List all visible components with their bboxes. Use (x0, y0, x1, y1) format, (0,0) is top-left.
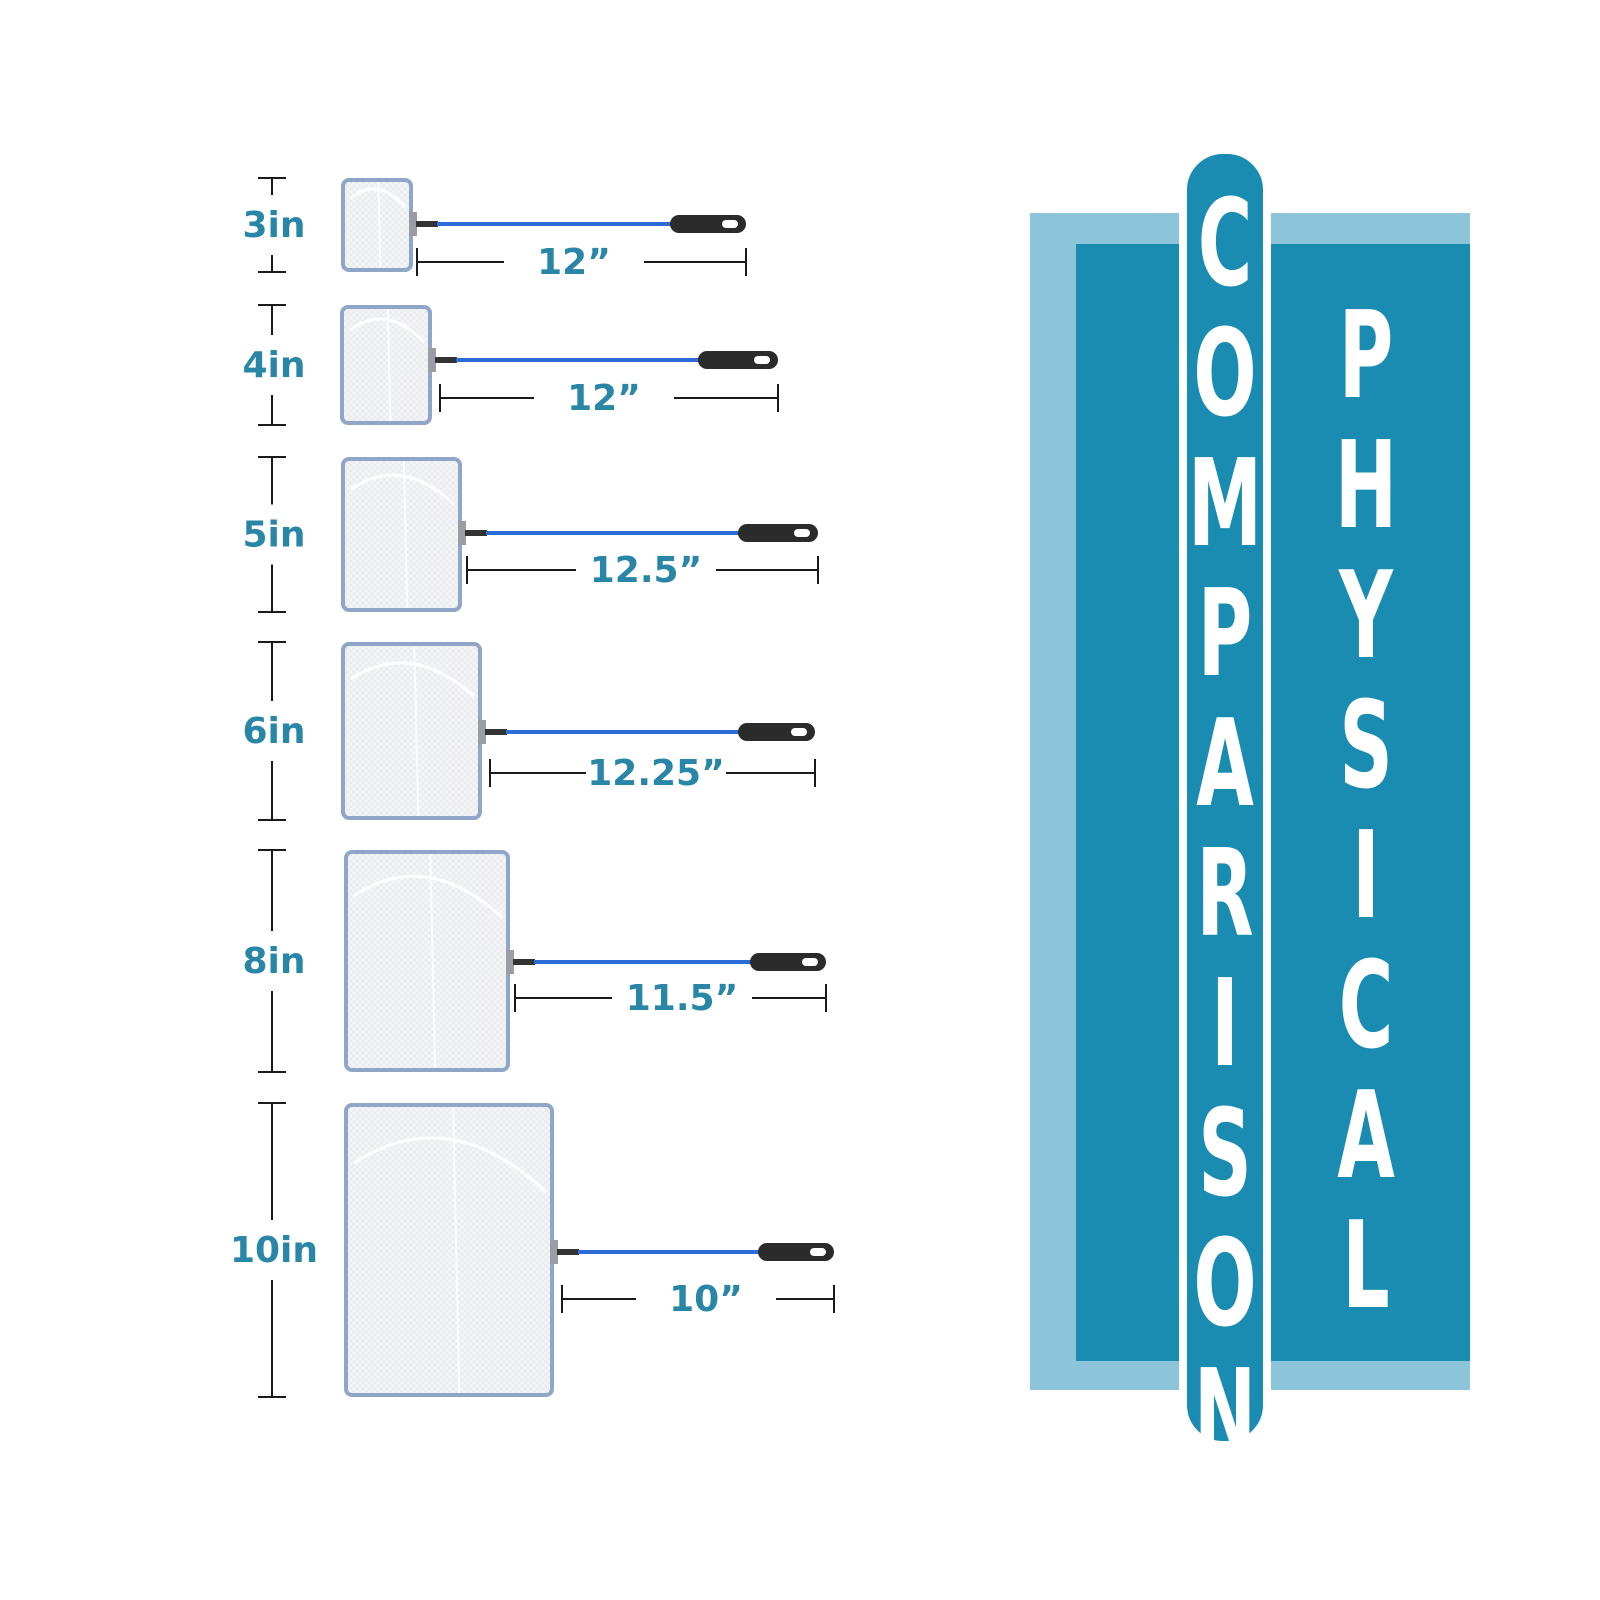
handle-hole (722, 220, 738, 228)
net-frame (341, 457, 462, 612)
size-ruler (258, 849, 286, 1073)
net-mesh-seam (413, 645, 420, 817)
net-handle (670, 215, 746, 233)
size-ruler (258, 641, 286, 821)
banner-letter: O (1193, 303, 1256, 444)
length-ruler (489, 759, 816, 787)
rod-collar (513, 959, 535, 965)
handle-length-label: 12.5” (590, 550, 702, 591)
net-connector (409, 212, 417, 236)
size-ruler (258, 456, 286, 613)
handle-hole (791, 728, 807, 736)
net-connector (478, 720, 486, 744)
net-connector (506, 950, 514, 974)
net-size-label: 8in (242, 941, 305, 982)
banner-letter: A (1337, 1065, 1395, 1206)
size-ruler (258, 177, 286, 273)
net-connector (458, 521, 466, 545)
banner-letter: L (1342, 1195, 1389, 1336)
banner-letter: S (1198, 1083, 1252, 1224)
handle-length-label: 11.5” (626, 978, 738, 1019)
net-handle (738, 524, 818, 542)
banner-letter: O (1193, 1213, 1256, 1354)
net-frame (341, 642, 482, 820)
length-ruler (416, 248, 747, 276)
banner-word-tab (1179, 146, 1271, 1449)
net-size-label: 3in (242, 205, 305, 246)
fish-net-item: 10in 10” (230, 1102, 835, 1398)
net-size-label: 10in (230, 1230, 318, 1271)
net-frame (344, 850, 510, 1072)
banner-letter: H (1335, 415, 1397, 556)
banner-letter: N (1194, 1343, 1256, 1484)
net-size-label: 4in (242, 345, 305, 386)
fish-net-item: 3in 12” (242, 177, 747, 283)
banner-letter: C (1198, 173, 1253, 314)
rod-collar (465, 530, 487, 536)
banner-letter: M (1188, 433, 1262, 574)
net-frame (344, 1103, 554, 1397)
net-mesh-seam (402, 460, 409, 609)
rod-collar (435, 357, 457, 363)
handle-length-label: 12.25” (587, 753, 725, 794)
net-handle (738, 723, 815, 741)
banner-letter: Y (1338, 545, 1394, 686)
length-ruler (514, 984, 827, 1012)
size-ruler (258, 1102, 286, 1398)
net-frame (340, 305, 432, 425)
handle-hole (754, 356, 770, 364)
net-mesh-fold (350, 661, 476, 698)
banner-letter: R (1196, 823, 1253, 964)
net-frame (341, 178, 413, 272)
net-mesh-fold (353, 1136, 548, 1194)
net-mesh-fold (350, 187, 407, 209)
net-mesh-seam (452, 1106, 461, 1394)
net-handle (698, 351, 778, 369)
net-mesh-fold (350, 473, 456, 506)
banner-letter: P (1339, 285, 1394, 426)
rod-collar (557, 1249, 579, 1255)
size-ruler (258, 304, 286, 426)
fish-net-item: 8in 11.5” (242, 849, 827, 1073)
length-ruler (466, 556, 819, 584)
net-connector (550, 1240, 558, 1264)
banner-letter: P (1198, 563, 1253, 704)
banner-letter: C (1339, 935, 1394, 1076)
fish-net-item: 4in 12” (242, 304, 779, 426)
net-size-label: 5in (242, 515, 305, 556)
net-mesh-seam (429, 853, 437, 1069)
banner-letter: I (1211, 953, 1239, 1094)
fish-net-item: 5in 12.5” (242, 456, 819, 613)
handle-length-label: 10” (669, 1279, 743, 1320)
handle-length-label: 12” (567, 378, 641, 419)
nets-group: 3in 12” 4in 12” 5in 12.5” 6in 12.25” 8in 11.5” 10i… (230, 177, 835, 1398)
handle-hole (810, 1248, 826, 1256)
fish-net-item: 6in 12.25” (242, 641, 816, 821)
net-mesh-fold (353, 874, 504, 919)
net-size-label: 6in (242, 711, 305, 752)
rod-collar (416, 221, 438, 227)
banner-dark-panel (1076, 244, 1470, 1361)
length-ruler (439, 384, 779, 412)
banner-letter: A (1196, 693, 1254, 834)
handle-hole (802, 958, 818, 966)
banner-letter: I (1352, 805, 1380, 946)
handle-hole (794, 529, 810, 537)
net-handle (758, 1243, 834, 1261)
net-mesh-seam (377, 181, 382, 269)
banner-letter: S (1339, 675, 1393, 816)
net-handle (750, 953, 826, 971)
handle-length-label: 12” (537, 242, 611, 283)
net-mesh-fold (349, 317, 426, 343)
length-ruler (561, 1285, 835, 1313)
net-mesh-seam (386, 308, 392, 422)
net-connector (428, 348, 436, 372)
rod-collar (485, 729, 507, 735)
